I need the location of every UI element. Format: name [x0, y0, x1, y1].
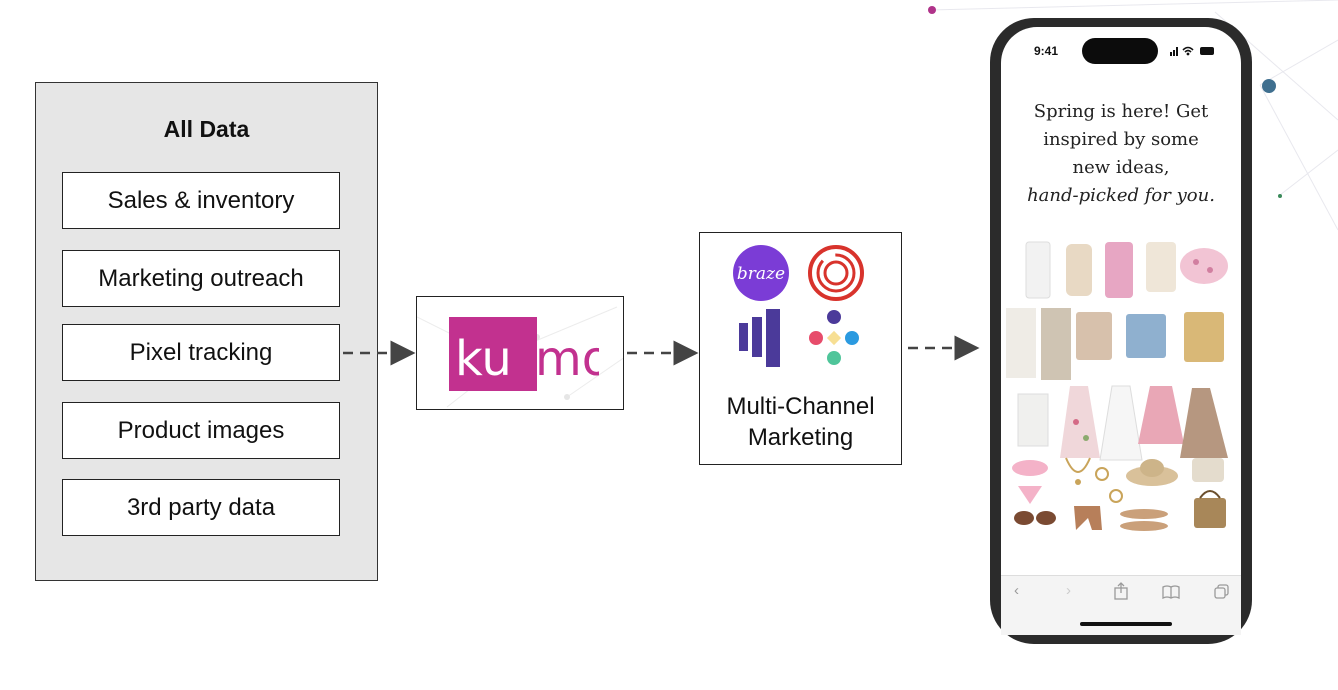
product-necklace	[1065, 457, 1091, 485]
dynamic-island	[1082, 38, 1158, 64]
svg-text:ku: ku	[455, 331, 512, 387]
product-shorts-tan	[1076, 312, 1112, 360]
product-sunglasses	[1014, 511, 1056, 525]
multi-channel-box	[699, 232, 902, 465]
wifi-icon	[1182, 46, 1194, 53]
mcm-logos: braze	[733, 245, 864, 367]
product-floral-top	[1180, 248, 1228, 284]
product-tank-white	[1025, 241, 1051, 299]
product-beige-pants	[1041, 308, 1071, 380]
status-time: 9:41	[1034, 44, 1059, 58]
svg-text:braze: braze	[737, 264, 785, 284]
source-third-party-data: 3rd party data	[62, 479, 340, 536]
source-marketing-outreach: Marketing outreach	[62, 250, 340, 307]
mcm-label-line1: Multi-Channel	[726, 393, 875, 420]
panel-title: All Data	[163, 116, 250, 142]
source-sales-inventory: Sales & inventory	[62, 172, 340, 229]
product-denim-shorts	[1126, 314, 1166, 358]
braze-logo: braze	[733, 245, 789, 301]
network-dot	[1262, 79, 1276, 93]
product-blouse	[1146, 242, 1176, 292]
product-tank-pink	[1105, 242, 1133, 298]
promo-line: inspired by some	[1043, 129, 1199, 150]
product-bodysuit	[1066, 244, 1092, 296]
product-floral-dress	[1060, 386, 1100, 458]
product-white-dress	[1099, 385, 1143, 461]
share-icon[interactable]	[1113, 582, 1129, 600]
bars-logo	[739, 309, 780, 367]
status-icons	[1170, 46, 1214, 56]
promo-line-italic: hand-picked for you.	[1027, 185, 1215, 206]
product-flat-sandals	[1120, 509, 1168, 531]
bookmarks-icon[interactable]	[1162, 585, 1180, 599]
tabs-icon[interactable]	[1214, 584, 1230, 600]
mcm-label: Multi-Channel Marketing	[699, 391, 902, 453]
network-dot	[1278, 194, 1282, 198]
product-brown-dress	[1180, 388, 1228, 458]
diamond-dots-logo	[809, 310, 859, 365]
kumo-box: ku mo	[416, 296, 624, 410]
product-yellow-shorts	[1184, 312, 1224, 362]
product-straw-bag	[1194, 490, 1226, 528]
battery-icon	[1200, 47, 1214, 55]
product-pink-dress	[1138, 386, 1184, 444]
mcm-label-line2: Marketing	[747, 424, 854, 451]
home-indicator	[1080, 622, 1172, 626]
kumo-logo: ku mo	[449, 317, 599, 391]
product-white-pants	[1006, 308, 1036, 378]
product-handbag	[1192, 458, 1224, 482]
back-icon[interactable]: ‹	[1014, 582, 1019, 599]
promo-line: new ideas,	[1072, 157, 1170, 178]
product-white-skirt	[1017, 393, 1049, 447]
circle-target-logo	[808, 245, 864, 301]
signal-icon	[1170, 47, 1178, 56]
product-sandal-heels	[1074, 506, 1102, 530]
promo-text: Spring is here! Get inspired by some new…	[1010, 98, 1232, 210]
svg-text:mo: mo	[535, 331, 599, 387]
product-sun-hat	[1126, 459, 1178, 486]
product-bikini	[1012, 460, 1048, 504]
network-dot	[928, 6, 936, 14]
source-pixel-tracking: Pixel tracking	[62, 324, 340, 381]
promo-line: Spring is here! Get	[1033, 101, 1209, 122]
product-earrings	[1095, 467, 1123, 503]
source-product-images: Product images	[62, 402, 340, 459]
forward-icon[interactable]: ›	[1066, 582, 1071, 599]
product-grid	[1006, 241, 1228, 531]
